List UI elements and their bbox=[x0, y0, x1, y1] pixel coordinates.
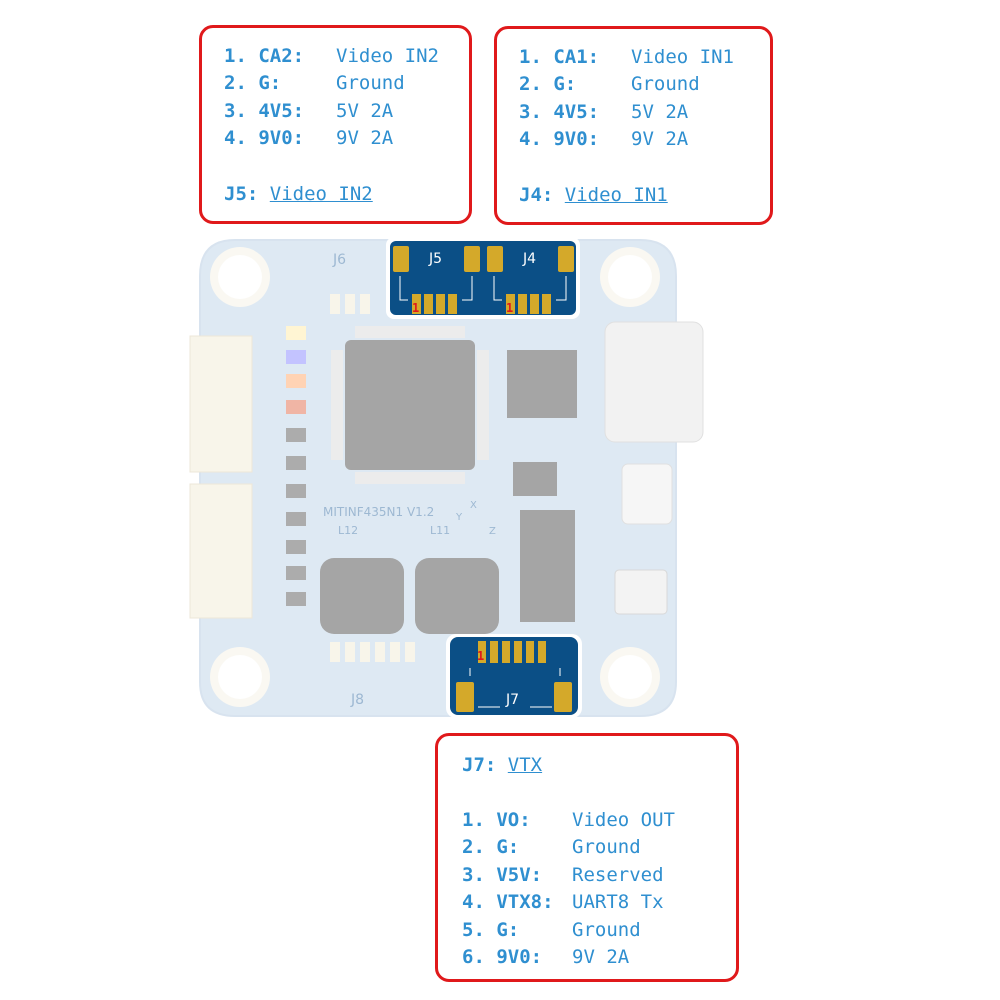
callout-j7-pin-6: 6. 9V0:9V 2A bbox=[462, 946, 630, 968]
axis-y: Y bbox=[455, 512, 463, 523]
board-model: MITINF435N1 V1.2 bbox=[323, 505, 434, 519]
connector-j5: J5 1 bbox=[393, 246, 480, 315]
j5-pin1-marker: 1 bbox=[412, 301, 419, 315]
left-connector-lower bbox=[189, 483, 253, 619]
leds bbox=[286, 326, 306, 414]
label-j5: J5 bbox=[428, 251, 442, 267]
inductor-l11 bbox=[415, 558, 499, 634]
left-connector-upper bbox=[189, 335, 253, 473]
label-j4: J4 bbox=[522, 251, 536, 267]
callout-j4-pin-1: 1. CA1:Video IN1 bbox=[519, 46, 734, 68]
mcu-chip bbox=[345, 340, 475, 470]
usb-c-port bbox=[604, 321, 704, 443]
inductor-l12 bbox=[320, 558, 404, 634]
j4-pin1-marker: 1 bbox=[506, 301, 513, 315]
osd-chip bbox=[520, 510, 575, 622]
label-j8: J8 bbox=[350, 692, 364, 708]
label-l12: L12 bbox=[338, 524, 358, 537]
j6-pads bbox=[330, 294, 370, 314]
callout-j5-pin-2: 2. G:Ground bbox=[224, 72, 405, 94]
callout-j4-function-link[interactable]: Video IN1 bbox=[564, 184, 668, 206]
j8-pads bbox=[330, 642, 415, 662]
mcu-pins bbox=[331, 326, 489, 484]
button bbox=[621, 463, 673, 525]
callout-j4-title: J4: Video IN1 bbox=[519, 184, 668, 206]
callout-j4-pin-3: 3. 4V5:5V 2A bbox=[519, 101, 689, 123]
callout-j7-pin-3: 3. V5V:Reserved bbox=[462, 864, 664, 886]
callout-j5: 1. CA2:Video IN2 2. G:Ground 3. 4V5:5V 2… bbox=[199, 25, 472, 224]
label-j7: J7 bbox=[505, 692, 519, 708]
flash-chip bbox=[507, 350, 577, 418]
mounting-hole-top-right bbox=[600, 247, 660, 307]
callout-j5-pin-3: 3. 4V5:5V 2A bbox=[224, 100, 394, 122]
connector-j5-j4: J5 1 J4 1 bbox=[386, 237, 580, 319]
callout-j7-pin-1: 1. VO:Video OUT bbox=[462, 809, 675, 831]
callout-j5-pin-1: 1. CA2:Video IN2 bbox=[224, 45, 439, 67]
label-j6: J6 bbox=[332, 252, 346, 268]
callout-j7-function-link[interactable]: VTX bbox=[507, 754, 543, 776]
callout-j7-pin-2: 2. G:Ground bbox=[462, 836, 641, 858]
callout-j5-title: J5: Video IN2 bbox=[224, 183, 373, 205]
callout-j7: J7: VTX 1. VO:Video OUT 2. G:Ground 3. V… bbox=[435, 733, 739, 982]
callout-j4-pin-2: 2. G:Ground bbox=[519, 73, 700, 95]
mounting-hole-bottom-left bbox=[210, 647, 270, 707]
crystal bbox=[614, 569, 668, 615]
axis-z: Z bbox=[489, 526, 496, 537]
label-l11: L11 bbox=[430, 524, 450, 537]
axis-x: X bbox=[470, 500, 477, 511]
callout-j7-pin-5: 5. G:Ground bbox=[462, 919, 641, 941]
gyro-chip bbox=[513, 462, 557, 496]
board-body bbox=[189, 239, 704, 717]
left-passives bbox=[286, 428, 306, 606]
board-silkscreen: J6 J8 L12 L11 MITINF435N1 V1.2 X Y Z bbox=[323, 252, 496, 708]
connector-j4: J4 1 bbox=[487, 246, 574, 315]
mounting-hole-top-left bbox=[210, 247, 270, 307]
callout-j4: 1. CA1:Video IN1 2. G:Ground 3. 4V5:5V 2… bbox=[494, 26, 773, 225]
callout-j5-function-link[interactable]: Video IN2 bbox=[269, 183, 373, 205]
j7-pin1-marker: 1 bbox=[477, 649, 484, 663]
callout-j4-pin-4: 4. 9V0:9V 2A bbox=[519, 128, 689, 150]
callout-j7-pin-4: 4. VTX8:UART8 Tx bbox=[462, 891, 664, 913]
callout-j5-pin-4: 4. 9V0:9V 2A bbox=[224, 127, 394, 149]
connector-j7: 1 J7 bbox=[446, 634, 582, 718]
mounting-hole-bottom-right bbox=[600, 647, 660, 707]
callout-j7-title: J7: VTX bbox=[462, 754, 543, 776]
